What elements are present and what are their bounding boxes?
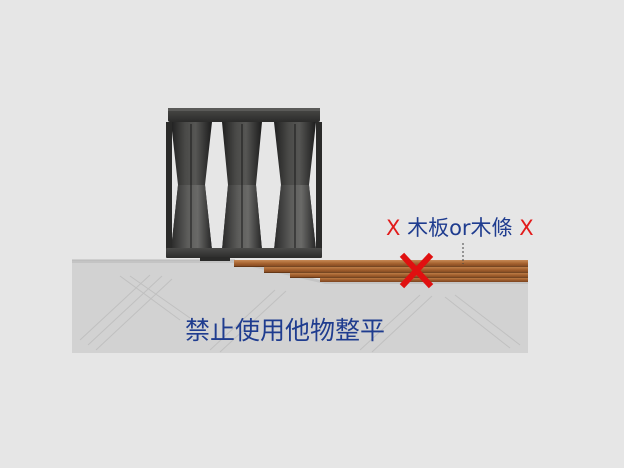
- x-left-mark: X: [386, 216, 401, 240]
- x-right-mark: X: [519, 216, 534, 240]
- material-label: X 木板or木條 X: [386, 214, 534, 242]
- prohibition-label: 禁止使用他物整平: [185, 316, 386, 345]
- x-mark-icon: [399, 252, 434, 289]
- pedestal-support: [166, 108, 322, 261]
- material-text: 木板or木條: [407, 216, 513, 240]
